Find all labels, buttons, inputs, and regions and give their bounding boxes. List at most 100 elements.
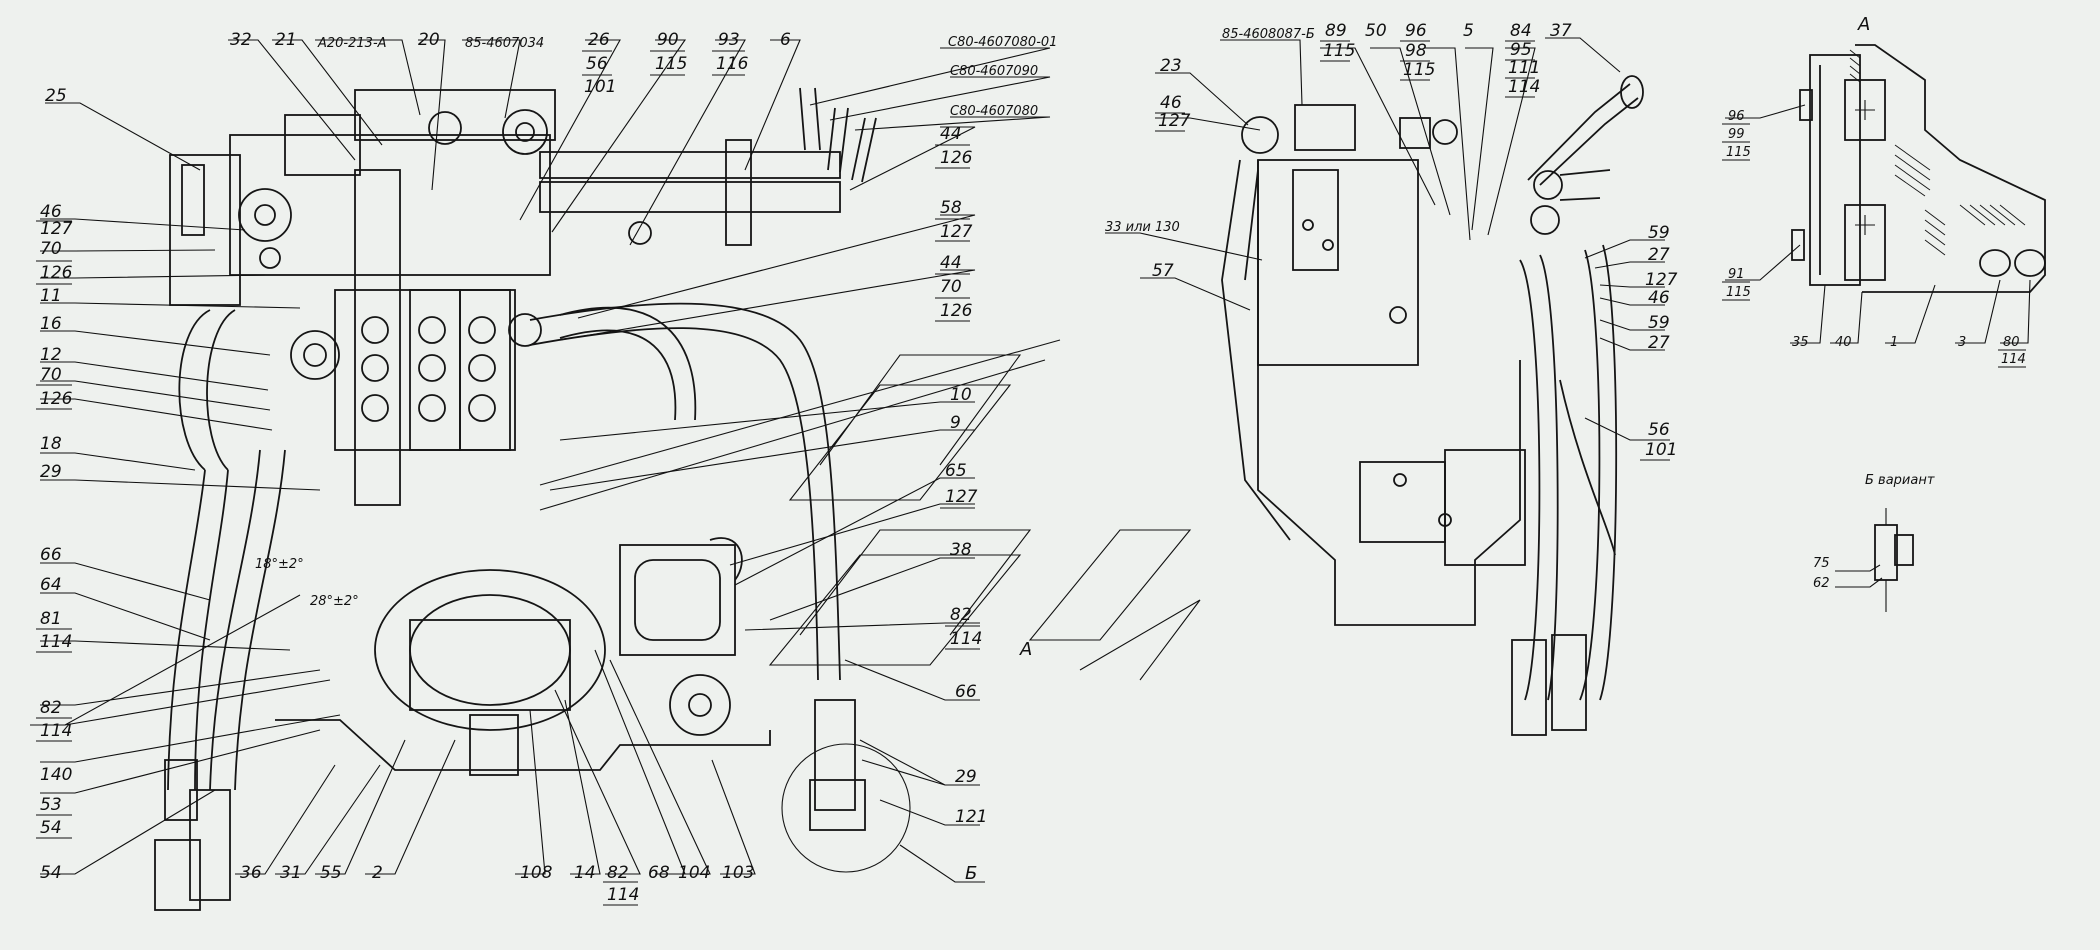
leader-lines [30, 37, 2031, 883]
label-31: 31 [280, 863, 302, 883]
label-r50: 50 [1365, 21, 1387, 41]
label-11: 11 [40, 286, 62, 306]
label-46: 46 [40, 202, 62, 222]
label-18: 18 [40, 434, 62, 454]
label-70: 70 [40, 239, 62, 259]
label-r114: 114 [1508, 77, 1540, 97]
label-a115b: 115 [1726, 285, 1751, 300]
label-82: 82 [40, 698, 62, 718]
label-a40: 40 [1835, 335, 1852, 350]
label-127: 127 [40, 219, 73, 239]
label-12: 12 [40, 345, 62, 365]
designation-85a: 85-4607034 [465, 36, 544, 51]
label-r96: 96 [1405, 21, 1427, 41]
label-r59b: 59 [1648, 313, 1670, 333]
side-view [1221, 75, 1644, 736]
label-14: 14 [574, 863, 596, 883]
label-70c: 70 [940, 277, 962, 297]
label-a91: 91 [1728, 267, 1745, 282]
callout-labels: 32 21 А20-213-А 20 85-4607034 26 56 101 … [40, 14, 2026, 905]
pump-body [374, 569, 606, 731]
designation-s090: С80-4607090 [950, 64, 1038, 79]
label-121: 121 [955, 807, 987, 827]
detail-b-variant [1874, 508, 1914, 612]
label-26: 26 [588, 30, 610, 50]
label-r127: 127 [1158, 111, 1191, 131]
label-b62: 62 [1813, 576, 1830, 591]
label-2: 2 [372, 863, 383, 883]
section-hatch [1849, 49, 2026, 256]
label-32: 32 [230, 30, 252, 50]
label-r37: 37 [1550, 21, 1572, 41]
label-114c: 114 [607, 885, 639, 905]
label-68: 68 [648, 863, 670, 883]
label-16: 16 [40, 314, 62, 334]
label-a96: 96 [1728, 109, 1745, 124]
label-r115b: 115 [1403, 60, 1435, 80]
label-44: 44 [940, 124, 962, 144]
detail-b-circle [781, 743, 911, 873]
label-a35: 35 [1792, 335, 1809, 350]
label-r95: 95 [1510, 40, 1532, 60]
label-116: 116 [716, 54, 749, 74]
designation-a20: А20-213-А [317, 36, 387, 51]
label-a80: 80 [2003, 335, 2020, 350]
label-44b: 44 [940, 253, 962, 273]
label-r115: 115 [1323, 41, 1355, 61]
label-b75: 75 [1813, 556, 1830, 571]
variant-b-title: Б вариант [1865, 473, 1935, 488]
label-r89: 89 [1325, 21, 1347, 41]
flange-slot [181, 164, 205, 236]
label-65: 65 [945, 461, 967, 481]
label-126d: 126 [940, 301, 973, 321]
label-r46: 46 [1160, 93, 1182, 113]
label-126b: 126 [40, 389, 73, 409]
label-r27: 27 [1648, 245, 1670, 265]
hose-left [178, 309, 236, 471]
angle-28: 28°±2° [310, 594, 359, 609]
label-54: 54 [40, 818, 62, 838]
label-r59: 59 [1648, 223, 1670, 243]
label-view-a-arrow: А [1019, 639, 1032, 660]
label-108: 108 [520, 863, 553, 883]
label-64: 64 [40, 575, 62, 595]
boss-left [238, 188, 292, 242]
label-r98: 98 [1405, 41, 1427, 61]
label-53: 53 [40, 795, 62, 815]
label-r84: 84 [1510, 21, 1532, 41]
label-a114: 114 [2001, 352, 2026, 367]
distributor-body [229, 134, 551, 276]
label-103: 103 [722, 863, 754, 883]
label-9: 9 [950, 413, 961, 433]
label-38: 38 [950, 540, 972, 560]
label-56: 56 [586, 54, 608, 74]
label-58: 58 [940, 198, 962, 218]
label-25: 25 [45, 86, 67, 106]
label-r101: 101 [1645, 440, 1677, 460]
label-21: 21 [275, 30, 297, 50]
label-55: 55 [320, 863, 342, 883]
label-dividers [36, 40, 2026, 906]
label-r46b: 46 [1648, 288, 1670, 308]
label-101: 101 [584, 77, 616, 97]
label-r27b: 27 [1648, 333, 1670, 353]
section-a-title: А [1857, 14, 1870, 35]
angle-18: 18°±2° [255, 557, 304, 572]
label-r56: 56 [1648, 420, 1670, 440]
section-a [1791, 44, 2046, 293]
main-view [154, 87, 1061, 911]
label-view-b: Б [965, 863, 977, 884]
label-29b: 29 [955, 767, 977, 787]
label-r23: 23 [1160, 56, 1182, 76]
designation-s080: С80-4607080 [950, 104, 1038, 119]
label-20: 20 [418, 30, 440, 50]
label-r57: 57 [1152, 261, 1174, 281]
label-6: 6 [780, 30, 791, 50]
label-127b: 127 [940, 222, 973, 242]
hose-right [529, 302, 841, 681]
designation-85b: 85-4608087-Б [1222, 27, 1315, 42]
label-r5: 5 [1463, 21, 1474, 41]
label-66: 66 [40, 545, 62, 565]
label-66b: 66 [955, 682, 977, 702]
